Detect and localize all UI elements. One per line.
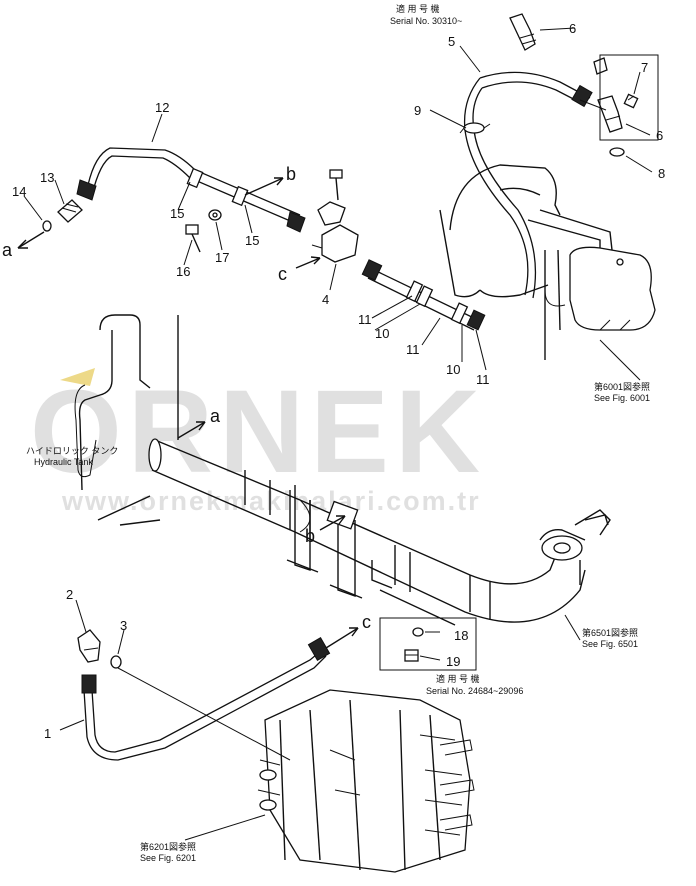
elbow-2 (77, 629, 101, 663)
tank-text: Hydraulic Tank (34, 457, 93, 467)
arrow-b-lower (319, 515, 346, 531)
hose-11 (361, 259, 486, 331)
hose-1 (81, 637, 331, 761)
o-ring-8 (609, 147, 625, 157)
part-number-15b: 15 (245, 233, 259, 248)
watermark-logo-mark (60, 368, 95, 386)
bolt-16 (185, 224, 201, 253)
part-number-15a: 15 (170, 206, 184, 221)
ref-6501-jp: 第6501図参照 (582, 627, 638, 638)
o-ring-3 (110, 655, 122, 669)
part-number-11c: 11 (476, 372, 490, 387)
serial-bottom-jp: 適 用 号 機 (436, 673, 480, 684)
o-ring-14 (42, 220, 52, 232)
part-number-2: 2 (66, 587, 73, 602)
part-number-7: 7 (641, 60, 648, 75)
part-number-3: 3 (120, 618, 127, 633)
label-c-top: c (278, 264, 287, 284)
plug-7 (623, 93, 639, 109)
tank-jp: ハイドロリック タンク (26, 446, 118, 456)
part-number-16: 16 (176, 264, 190, 279)
part-number-13: 13 (40, 170, 54, 185)
part-number-11a: 11 (358, 312, 372, 327)
fitting-13 (57, 199, 83, 223)
ref-6201-jp: 第6201図参照 (140, 841, 196, 852)
ref-6201-text: See Fig. 6201 (140, 853, 196, 863)
serial-top-text: Serial No. 30310~ (390, 16, 462, 26)
serial-box-bottom (379, 617, 477, 671)
label-b-lower: b (305, 526, 315, 546)
part-number-1: 1 (44, 726, 51, 741)
part-number-17: 17 (215, 250, 229, 265)
clamp-9 (459, 122, 491, 134)
arrow-a-lower (177, 421, 206, 439)
label-a-top: a (2, 240, 13, 260)
part-number-6-top: 6 (569, 21, 576, 36)
leader-lines (23, 27, 653, 841)
serial-box-top (599, 54, 659, 141)
hydraulic-pump (439, 164, 656, 360)
part-number-12: 12 (155, 100, 169, 115)
arrow-b-top (244, 177, 284, 196)
part-number-18: 18 (454, 628, 468, 643)
hose-12 (76, 147, 306, 233)
part-number-10a: 10 (375, 326, 389, 341)
part-number-19: 19 (446, 654, 460, 669)
arrow-a-top (17, 231, 45, 249)
ref-6001-jp: 第6001図参照 (594, 381, 650, 392)
serial-bottom-text: Serial No. 24684~29096 (426, 686, 523, 696)
watermark-url: www.ornekmakinalari.com.tr (61, 486, 481, 516)
elbow-6-top (509, 13, 537, 51)
ref-6001-text: See Fig. 6001 (594, 393, 650, 403)
arrow-c-top (295, 256, 321, 269)
hydraulic-tank (74, 314, 179, 526)
watermark-brand: ORNEK (30, 366, 486, 498)
part-number-11b: 11 (406, 342, 420, 357)
part-19 (404, 649, 419, 662)
label-b-top: b (286, 164, 296, 184)
hose-5 (463, 71, 593, 299)
part-number-5: 5 (448, 34, 455, 49)
elbow-6-lower (597, 95, 623, 133)
control-valve (257, 689, 475, 873)
part-number-4: 4 (322, 292, 329, 307)
ref-6501-text: See Fig. 6501 (582, 639, 638, 649)
arrow-c-lower (325, 627, 359, 649)
suction-pipe (148, 438, 611, 626)
part-18 (412, 627, 424, 637)
label-a-lower: a (210, 406, 221, 426)
part-number-6-lower: 6 (656, 128, 663, 143)
part-number-9: 9 (414, 103, 421, 118)
part-number-14: 14 (12, 184, 26, 199)
block-4 (311, 169, 359, 263)
part-number-10b: 10 (446, 362, 460, 377)
serial-top-jp: 適 用 号 機 (396, 3, 440, 14)
part-number-8: 8 (658, 166, 665, 181)
label-c-lower: c (362, 612, 371, 632)
